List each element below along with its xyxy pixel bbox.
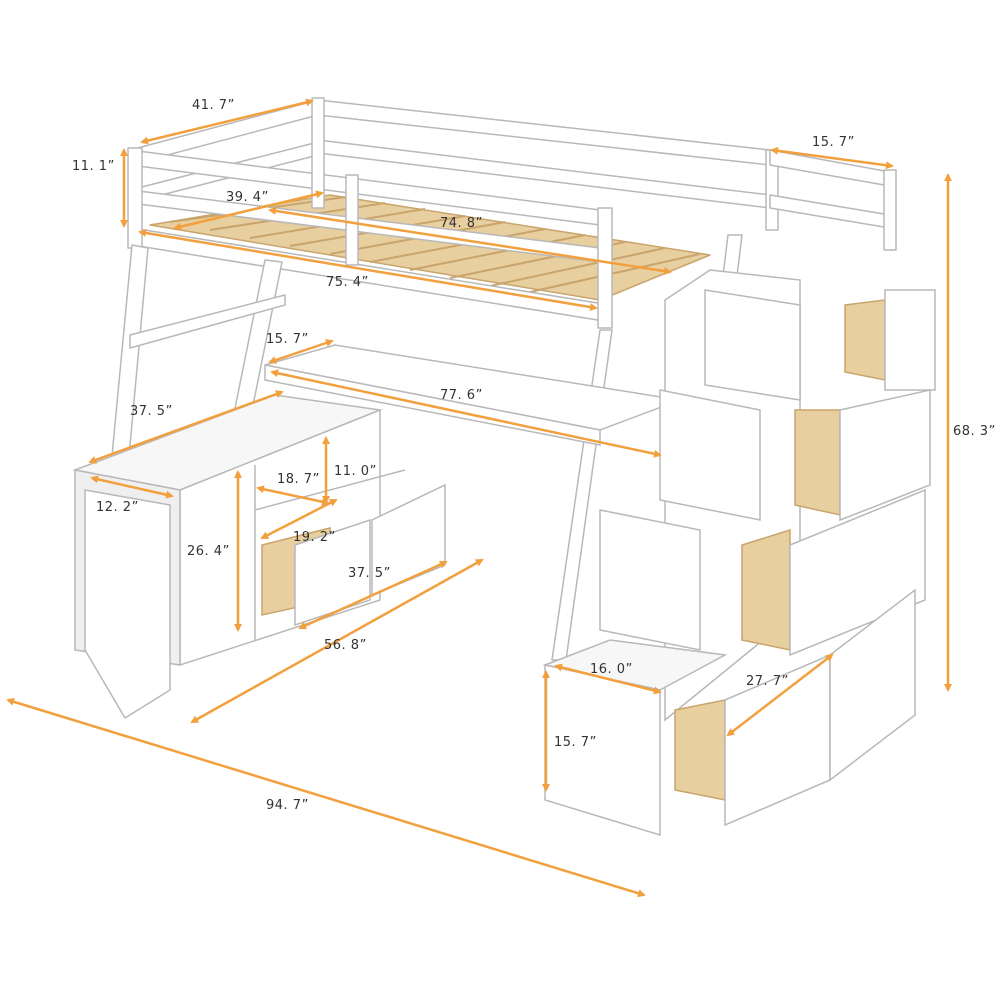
stair-drawer-front-2 (839, 389, 931, 522)
arrow-desk-length (270, 369, 662, 458)
label-shelf-height: 11. 0” (334, 464, 377, 479)
stair-drawer-open-3 (741, 528, 791, 651)
arrow-inner-width (173, 190, 324, 231)
arrow-drawer-width (260, 498, 338, 540)
stair-drawer-open-2 (794, 409, 841, 516)
step-1-front (544, 664, 661, 837)
label-stair-drawer: 27. 7” (746, 674, 789, 689)
post-front-right (597, 207, 613, 329)
stair-drawer-front-5 (829, 588, 916, 782)
stair-drawer-front-1 (884, 289, 936, 391)
label-bed-length: 75. 4” (326, 275, 369, 290)
stair-guard-mid (769, 194, 891, 229)
label-desk-length: 77. 6” (440, 388, 483, 403)
label-drawer-width: 19. 2” (293, 530, 336, 545)
step-2-front (599, 509, 701, 651)
label-overall-height: 68. 3” (953, 424, 996, 439)
label-cabinet-length: 37. 5” (130, 404, 173, 419)
post-back-left (311, 97, 325, 209)
label-base-length: 56. 8” (324, 638, 367, 653)
stair-guard-top (769, 149, 891, 187)
label-shelf-width: 18. 7” (277, 472, 320, 487)
label-step-width: 16. 0” (590, 662, 633, 677)
arrow-desk-depth (268, 339, 334, 364)
dimension-arrows (6, 98, 952, 898)
label-desk-depth: 15. 7” (266, 332, 309, 347)
step-3-front (659, 389, 761, 521)
label-overall-length: 94. 7” (266, 798, 309, 813)
arrow-cabinet-length (88, 390, 284, 464)
arrow-base-length (190, 558, 484, 724)
stair-drawer-open-4 (674, 699, 726, 801)
label-stair-top-width: 15. 7” (812, 135, 855, 150)
arrow-cabinet-depth (90, 475, 174, 499)
label-inner-width: 39. 4” (226, 190, 269, 205)
arrow-stair-top-width (770, 146, 894, 170)
cabinet-door (84, 489, 171, 720)
label-top-width: 41. 7” (192, 98, 235, 113)
label-rail-height: 11. 1” (72, 159, 115, 174)
post-stair-corner (883, 169, 897, 251)
label-drawer-length: 37. 5” (348, 566, 391, 581)
label-cabinet-depth: 12. 2” (96, 500, 139, 515)
arrow-step-width (554, 663, 662, 695)
stair-drawer-open-1 (844, 299, 886, 381)
arrow-overall-length (6, 697, 646, 898)
label-step-height: 15. 7” (554, 735, 597, 750)
arrow-top-width (140, 98, 314, 145)
arrow-bed-length (138, 229, 598, 311)
arrow-stair-drawer (726, 653, 834, 737)
step-4-front (704, 289, 801, 401)
label-inner-length: 74. 8” (440, 216, 483, 231)
label-cabinet-height: 26. 4” (187, 544, 230, 559)
post-mid-front (345, 174, 359, 266)
